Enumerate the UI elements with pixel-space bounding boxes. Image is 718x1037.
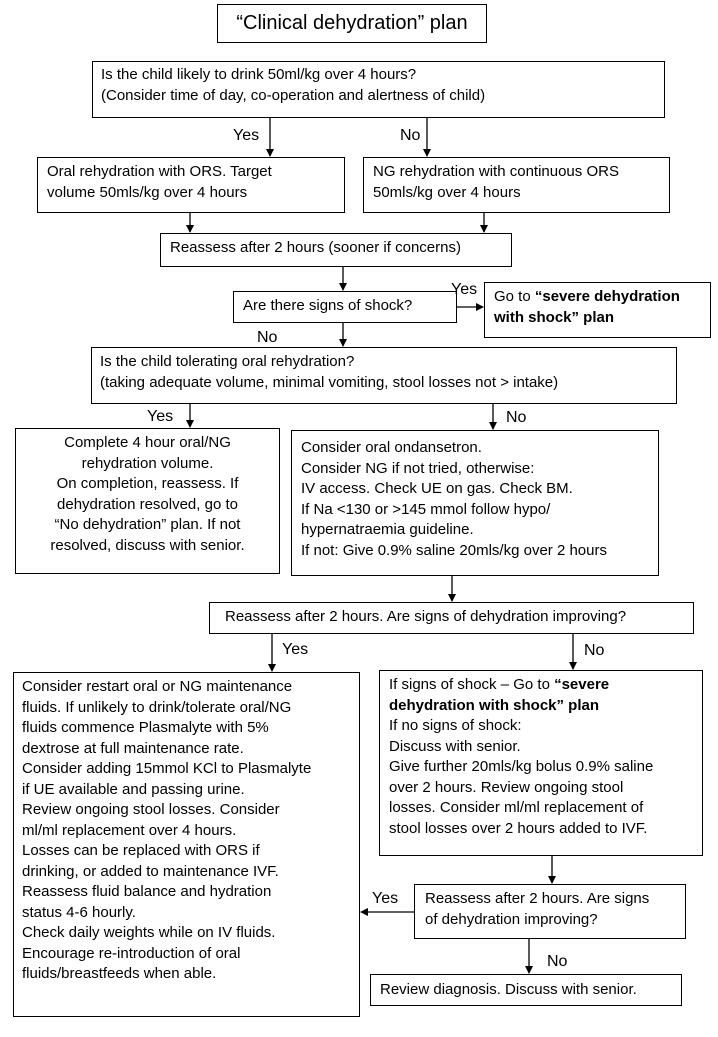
reassess-improving-box: Reassess after 2 hours. Are signs of deh… <box>209 602 694 634</box>
ng-rehydration-line2: 50mls/kg over 4 hours <box>373 183 521 201</box>
reassess-2h-text: Reassess after 2 hours (sooner if concer… <box>170 239 461 256</box>
maintenance-line: if UE available and passing urine. <box>22 780 245 798</box>
ondansetron-box: Consider oral ondansetron. Consider NG i… <box>291 430 659 576</box>
yes-label-final: Yes <box>372 890 399 907</box>
reassess-final-line2: of dehydration improving? <box>425 910 598 928</box>
oral-rehydration-box: Oral rehydration with ORS. Target volume… <box>37 157 345 213</box>
oral-rehydration-line2: volume 50mls/kg over 4 hours <box>47 183 248 201</box>
no-label-tolerating: No <box>506 409 527 426</box>
reassess-improving-text: Reassess after 2 hours. Are signs of deh… <box>225 608 627 625</box>
maintenance-line: Review ongoing stool losses. Consider <box>22 801 280 818</box>
shock-box-plan-name-2: dehydration with shock” plan <box>389 696 600 714</box>
drink-question-line2: (Consider time of day, co-operation and … <box>101 86 486 104</box>
complete-line: Complete 4 hour oral/NG <box>64 434 231 451</box>
no-label-q1: No <box>400 127 421 144</box>
severe-plan-name-2: with shock” plan <box>494 308 615 326</box>
maintenance-line: Encourage re-introduction of oral <box>22 944 241 962</box>
tolerating-question-line2: (taking adequate volume, minimal vomitin… <box>100 373 559 391</box>
ondansetron-line: hypernatraemia guideline. <box>301 521 474 538</box>
shock-box-go-to: If signs of shock – Go to <box>389 676 555 693</box>
maintenance-line: fluids/breastfeeds when able. <box>22 965 217 982</box>
ondansetron-line: IV access. Check UE on gas. Check BM. <box>301 480 573 497</box>
maintenance-line: Check daily weights while on IV fluids. <box>22 924 276 941</box>
reassess-final-line1: Reassess after 2 hours. Are signs <box>425 890 650 907</box>
maintenance-line: drinking, or added to maintenance IVF. <box>22 862 279 880</box>
maintenance-line: fluids commence Plasmalyte with 5% <box>22 719 269 736</box>
maintenance-line: Consider adding 15mmol KCl to Plasmalyte <box>22 760 312 777</box>
review-diagnosis-box: Review diagnosis. Discuss with senior. <box>370 974 682 1006</box>
reassess-2h-box: Reassess after 2 hours (sooner if concer… <box>160 233 512 267</box>
maintenance-line: Consider restart oral or NG maintenance <box>22 678 293 695</box>
signs-of-shock-box: If signs of shock – Go to “severe dehydr… <box>379 670 703 856</box>
yes-label-shock: Yes <box>451 281 478 298</box>
tolerating-question-line1: Is the child tolerating oral rehydration… <box>100 353 355 370</box>
plan-title: “Clinical dehydration” plan <box>217 4 487 43</box>
shock-box-line: Discuss with senior. <box>389 737 521 755</box>
complete-line: “No dehydration” plan. If not <box>54 516 241 533</box>
shock-box-line: Give further 20mls/kg bolus 0.9% saline <box>389 758 654 775</box>
ondansetron-line: If not: Give 0.9% saline 20mls/kg over 2… <box>301 541 607 559</box>
maintenance-line: status 4-6 hourly. <box>22 903 136 921</box>
complete-line: resolved, discuss with senior. <box>50 536 245 554</box>
shock-box-line: losses. Consider ml/ml replacement of <box>389 799 644 816</box>
complete-volume-box: Complete 4 hour oral/NG rehydration volu… <box>15 428 280 574</box>
complete-line: rehydration volume. <box>81 454 214 472</box>
maintenance-line: Reassess fluid balance and hydration <box>22 883 272 900</box>
yes-label-q1: Yes <box>233 127 260 144</box>
ondansetron-line: If Na <130 or >145 mmol follow hypo/ <box>301 500 551 518</box>
shock-question-box: Are there signs of shock? <box>233 291 457 323</box>
no-label-improving: No <box>584 642 605 659</box>
complete-line: dehydration resolved, go to <box>57 495 238 513</box>
maintenance-line: ml/ml replacement over 4 hours. <box>22 821 237 839</box>
severe-plan-name-1: “severe dehydration <box>534 288 680 305</box>
shock-box-line: stool losses over 2 hours added to IVF. <box>389 819 648 837</box>
maintenance-fluids-box: Consider restart oral or NG maintenance … <box>13 672 360 1017</box>
yes-label-tolerating: Yes <box>147 408 174 425</box>
oral-rehydration-line1: Oral rehydration with ORS. Target <box>47 163 272 180</box>
shock-box-line: If no signs of shock: <box>389 717 522 734</box>
maintenance-line: Losses can be replaced with ORS if <box>22 842 260 859</box>
reassess-final-box: Reassess after 2 hours. Are signs of deh… <box>414 884 686 939</box>
ng-rehydration-line1: NG rehydration with continuous ORS <box>373 163 619 180</box>
shock-box-line: over 2 hours. Review ongoing stool <box>389 778 624 796</box>
yes-label-improving: Yes <box>282 641 309 658</box>
maintenance-line: dextrose at full maintenance rate. <box>22 739 244 757</box>
drink-question-box: Is the child likely to drink 50ml/kg ove… <box>92 61 665 118</box>
drink-question-line1: Is the child likely to drink 50ml/kg ove… <box>101 66 417 83</box>
shock-question-text: Are there signs of shock? <box>243 297 413 314</box>
tolerating-question-box: Is the child tolerating oral rehydration… <box>91 347 677 404</box>
severe-dehydration-box: Go to “severe dehydration with shock” pl… <box>484 282 711 338</box>
ng-rehydration-box: NG rehydration with continuous ORS 50mls… <box>363 157 670 213</box>
maintenance-line: fluids. If unlikely to drink/tolerate or… <box>22 698 292 716</box>
no-label-final: No <box>547 953 568 970</box>
severe-go-to: Go to <box>494 288 535 305</box>
no-label-shock: No <box>257 329 278 346</box>
shock-box-plan-name-1: “severe <box>554 676 610 693</box>
ondansetron-line: Consider oral ondansetron. <box>301 439 482 456</box>
plan-title-text: “Clinical dehydration” plan <box>236 12 468 34</box>
review-diagnosis-text: Review diagnosis. Discuss with senior. <box>380 981 637 998</box>
complete-line: On completion, reassess. If <box>56 475 239 492</box>
ondansetron-line: Consider NG if not tried, otherwise: <box>301 459 535 477</box>
